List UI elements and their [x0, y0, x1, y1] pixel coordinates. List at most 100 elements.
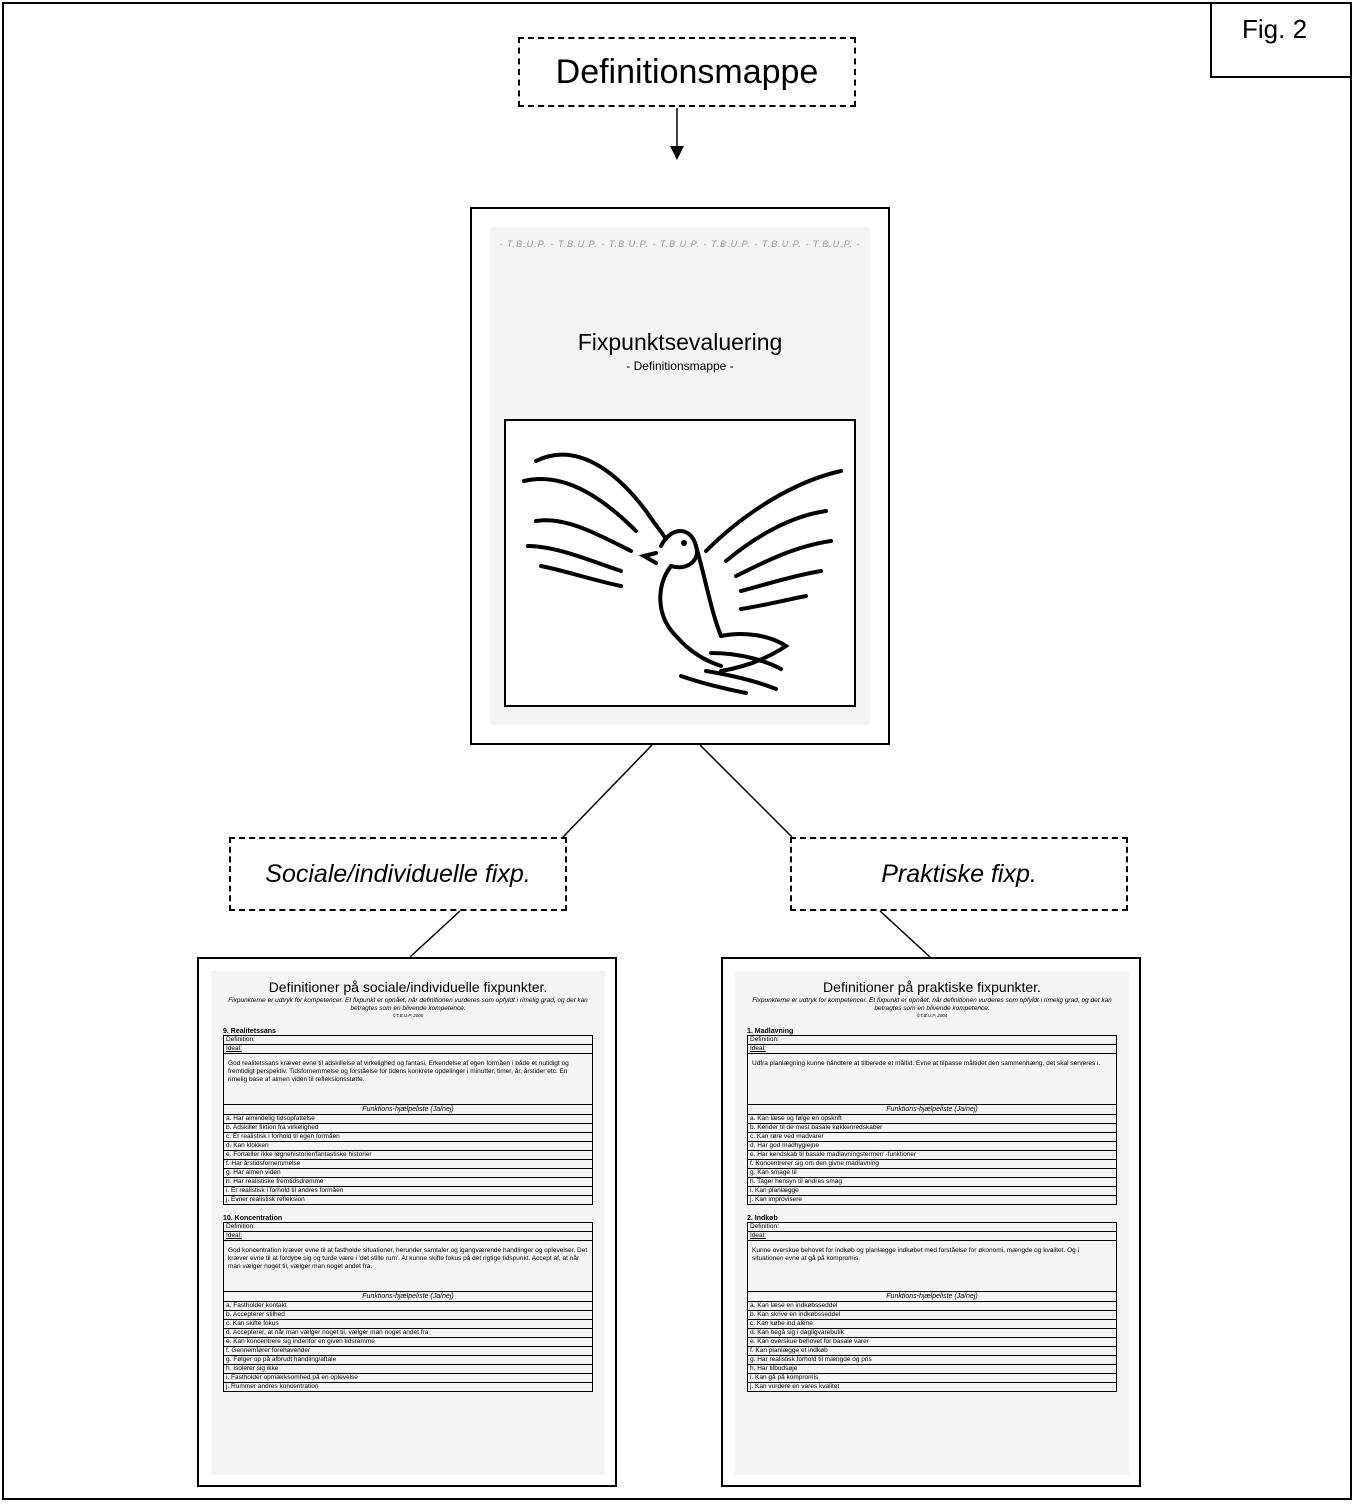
section-title: 10. Koncentration [223, 1215, 593, 1223]
function-list-header: Funktions-hjælpeliste (Ja/nej) [223, 1290, 593, 1301]
section-text: Udfra planlægning kunne håndtere at tilb… [747, 1053, 1117, 1104]
section-text: Kunne overskue behovet for indkøb og pla… [747, 1240, 1117, 1291]
function-list-item: c. Kan røre ved madvarer [747, 1131, 1117, 1141]
function-list-header: Funktions-hjælpeliste (Ja/nej) [747, 1290, 1117, 1301]
practical-doc-copyright: ©T.B.U.P. 2004 [916, 1012, 948, 1018]
function-list-header: Funktions-hjælpeliste (Ja/nej) [223, 1103, 593, 1114]
function-list-item: e. Fortæller ikke løgnehistorier/fantast… [223, 1149, 593, 1159]
social-fixp-label: Sociale/individuelle fixp. [265, 859, 531, 888]
practical-doc-title: Definitioner på praktiske fixpunkter. [823, 979, 1041, 995]
function-list-item: e. Kan overskue behovet for basale varer [747, 1336, 1117, 1346]
function-list-item: c. Kan købe ind alene [747, 1318, 1117, 1328]
definitionsmappe-box: Definitionsmappe [518, 37, 856, 107]
connector-cover-social [562, 744, 653, 838]
section-definition: Definition: [747, 1222, 1117, 1232]
function-list-item: h. Tager hensyn til andres smag [747, 1176, 1117, 1186]
function-list-item: i. Er realistisk i forhold til andres fo… [223, 1185, 593, 1195]
arrow-head-icon [670, 146, 684, 160]
function-list-item: b. Adskiller fiktion fra virkelighed [223, 1122, 593, 1132]
social-doc-intro: Fixpunkterne er udtryk for kompetencer. … [228, 997, 588, 1012]
function-list-item: i. Fastholder opmærksomhed på en oplevel… [223, 1372, 593, 1382]
section-ideal: Ideal: [223, 1044, 593, 1054]
section-text: God realitetssans kræver evne til adskil… [223, 1053, 593, 1104]
function-list-item: e. Kan koncentrere sig indenfor en given… [223, 1336, 593, 1346]
dove-icon [522, 452, 843, 695]
figure-label: Fig. 2 [1210, 2, 1352, 78]
function-list-item: b. Kan skrive en indkøbsseddel [747, 1309, 1117, 1319]
cover-page-frame: - T.B.U.P. - T.B.U.P. - T.B.U.P. - T.B.U… [470, 207, 890, 745]
section-title: 1. Madlavning [747, 1028, 1117, 1036]
function-list-item: i. Kan planlægge [747, 1185, 1117, 1195]
practical-doc-frame: Definitioner på praktiske fixpunkter. Fi… [721, 957, 1141, 1487]
function-list-item: e. Har kendskab til basale madlavningste… [747, 1149, 1117, 1159]
practical-fixp-label: Praktiske fixp. [881, 859, 1037, 888]
definitionsmappe-label: Definitionsmappe [555, 52, 819, 91]
social-doc-frame: Definitioner på sociale/individuelle fix… [197, 957, 617, 1487]
practical-doc-page: Definitioner på praktiske fixpunkter. Fi… [735, 971, 1129, 1475]
function-list-item: j. Kan improvisere [747, 1194, 1117, 1205]
function-list-item: a. Kan læse og følge en opskrift [747, 1113, 1117, 1123]
function-list-item: b. Accepterer stilhed [223, 1309, 593, 1319]
connector-social-doc [409, 910, 461, 958]
section-title: 2. Indkøb [747, 1215, 1117, 1223]
cover-page: - T.B.U.P. - T.B.U.P. - T.B.U.P. - T.B.U… [490, 227, 870, 725]
function-list-item: d. Accepterer, at når man vælger noget t… [223, 1327, 593, 1337]
function-list-item: a. Fastholder kontakt [223, 1300, 593, 1310]
function-list-item: b. Kender til de mest basale køkkenredsk… [747, 1122, 1117, 1132]
function-list-item: f. Gennemfører forehavender [223, 1345, 593, 1355]
section-ideal: Ideal: [223, 1231, 593, 1241]
function-list-item: i. Kan gå på kompromis [747, 1372, 1117, 1382]
function-list-item: f. Kan planlægge et indkøb [747, 1345, 1117, 1355]
function-list-item: d. Har god madhygiejne [747, 1140, 1117, 1150]
function-list-item: a. Har almindelig tidsopfattelse [223, 1113, 593, 1123]
dove-illustration [504, 419, 856, 707]
function-list-item: j. Evner realistisk refleksion [223, 1194, 593, 1205]
function-list-item: f. Koncentrerer sig om den givne madlavn… [747, 1158, 1117, 1168]
section-title: 9. Realitetssans [223, 1028, 593, 1036]
function-list-item: g. Har realistisk forhold til mængde og … [747, 1354, 1117, 1364]
cover-subtitle: - Definitionsmappe - [626, 359, 734, 373]
practical-doc-intro: Fixpunkterne er udtryk for kompetencer. … [752, 997, 1112, 1012]
function-list-item: h. Har realistiske fremtidsdrømme [223, 1176, 593, 1186]
connector-practical-doc [879, 910, 931, 958]
section-definition: Definition: [747, 1035, 1117, 1045]
practical-fixp-box: Praktiske fixp. [790, 837, 1128, 911]
function-list-item: j. Rummer andres koncentration [223, 1381, 593, 1392]
function-list-item: d. Kan begå sig i dagligvarebutik [747, 1327, 1117, 1337]
connector-cover-practical [699, 744, 793, 838]
cover-title: Fixpunktsevaluering [577, 329, 783, 355]
section-definition: Definition: [223, 1035, 593, 1045]
function-list-item: a. Kan læse en indkøbsseddel [747, 1300, 1117, 1310]
social-fixp-box: Sociale/individuelle fixp. [229, 837, 567, 911]
section-definition: Definition: [223, 1222, 593, 1232]
function-list-item: f. Har årstidsfornemmelse [223, 1158, 593, 1168]
function-list-item: j. Kan vurdere en vares kvalitet [747, 1381, 1117, 1392]
function-list-item: h. Isolerer sig ikke [223, 1363, 593, 1373]
function-list-item: c. Er realistisk i forhold til egen form… [223, 1131, 593, 1141]
function-list-item: g. Kan smage til [747, 1167, 1117, 1177]
function-list-item: d. Kan klokken [223, 1140, 593, 1150]
function-list-item: c. Kan skifte fokus [223, 1318, 593, 1328]
section-ideal: Ideal: [747, 1231, 1117, 1241]
section-ideal: Ideal: [747, 1044, 1117, 1054]
function-list-item: g. Følger op på afbrudt handling/aftale [223, 1354, 593, 1364]
function-list-item: h. Har tilbudsøje [747, 1363, 1117, 1373]
function-list-item: g. Har almen viden [223, 1167, 593, 1177]
function-list-header: Funktions-hjælpeliste (Ja/nej) [747, 1103, 1117, 1114]
social-doc-copyright: ©T.B.U.P. 2005 [392, 1012, 424, 1018]
social-doc-title: Definitioner på sociale/individuelle fix… [268, 979, 548, 995]
section-text: God koncentration kræver evne til at fas… [223, 1240, 593, 1291]
cover-header: - T.B.U.P. - T.B.U.P. - T.B.U.P. - T.B.U… [499, 239, 861, 249]
